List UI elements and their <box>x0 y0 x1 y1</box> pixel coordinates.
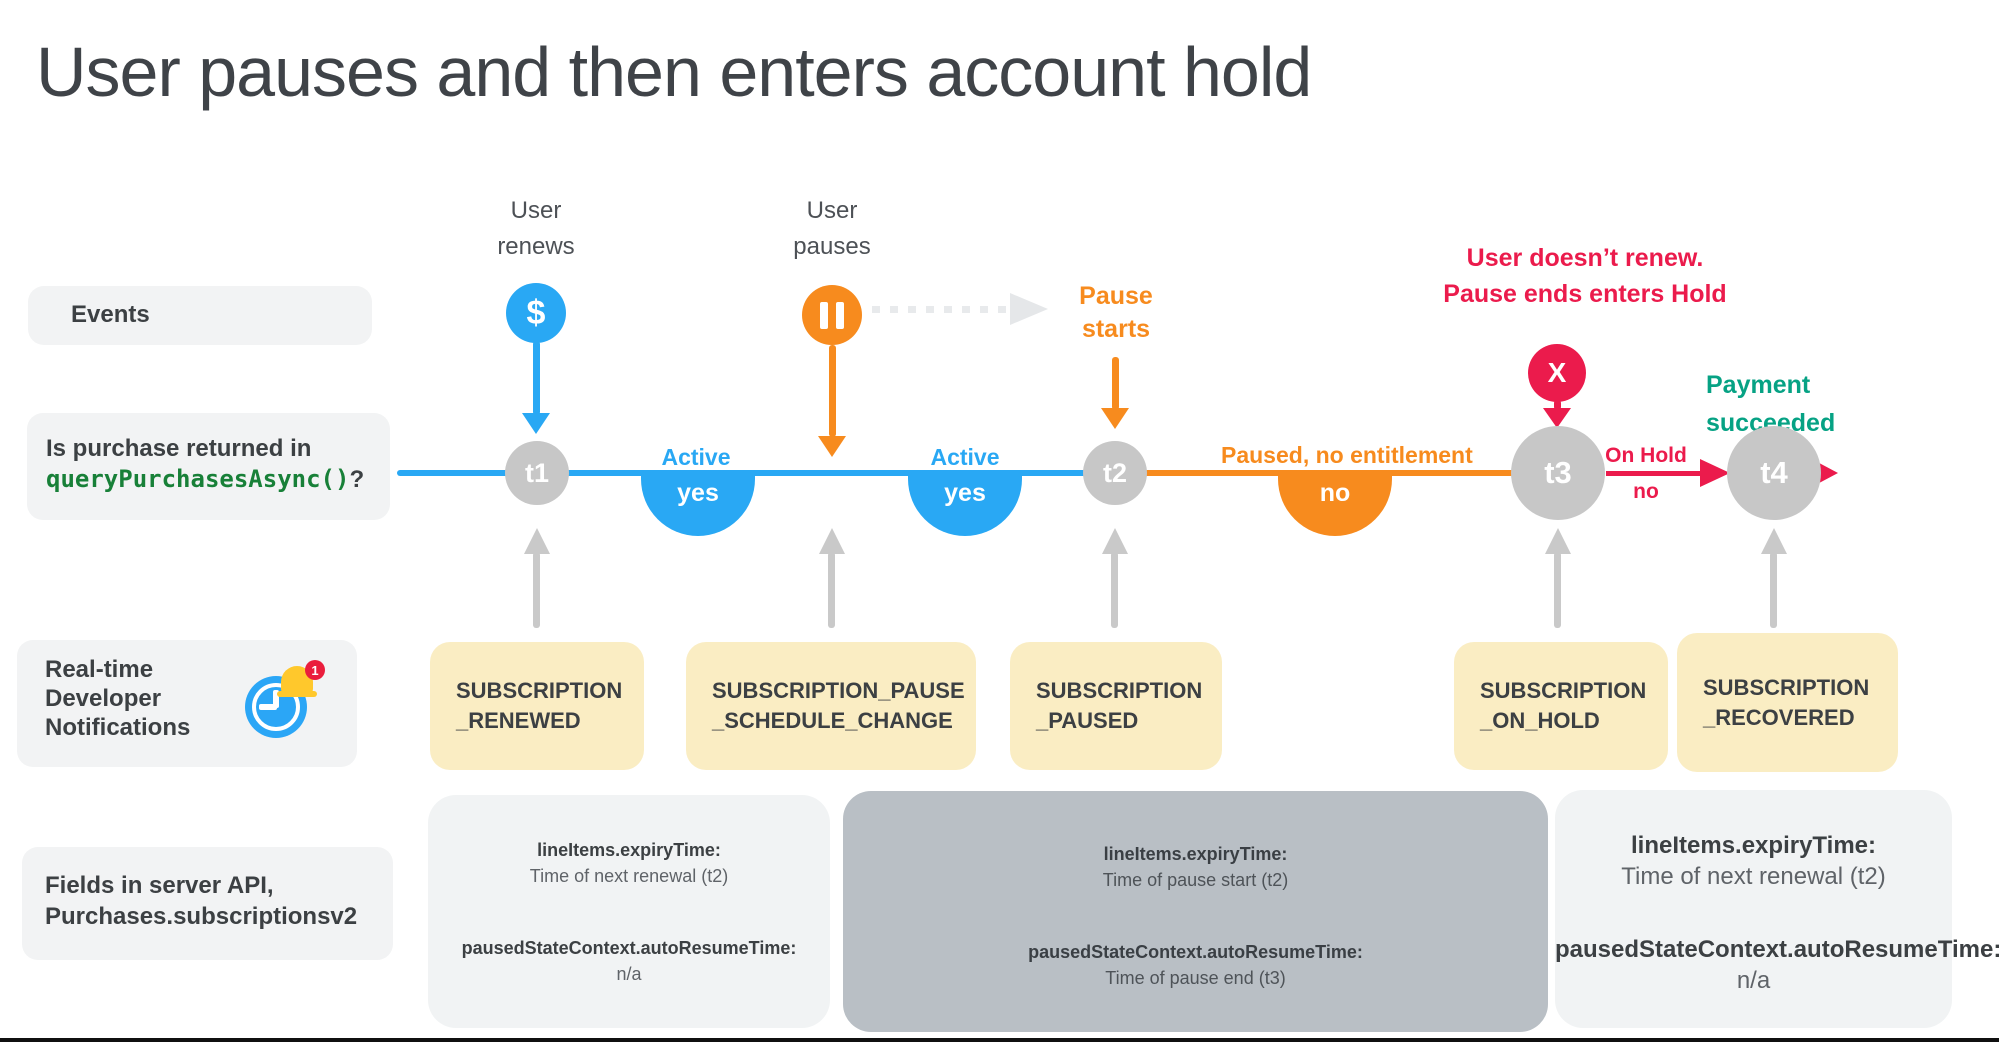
rtdn-up-arrow-shaft-5 <box>1770 552 1777 628</box>
timeline-onhold-arrow-shaft <box>1606 471 1702 476</box>
rtdn-label-line3: Notifications <box>45 714 191 741</box>
field-value: n/a <box>1736 967 1771 994</box>
query-label-line2: queryPurchasesAsync()? <box>46 464 390 495</box>
field-name: lineItems.expiryTime: <box>1631 832 1876 859</box>
timeline-active-segment <box>397 470 1116 476</box>
segment3-state-label: Paused, no entitlement <box>1221 442 1473 468</box>
query-question-mark: ? <box>349 466 365 493</box>
segment3-answer-bubble: no <box>1278 476 1392 536</box>
renew-down-arrowhead <box>522 413 550 434</box>
events-label-text: Events <box>71 301 150 328</box>
user-pauses-label: User pauses <box>793 197 871 260</box>
fields-box-recovered: lineItems.expiryTime: Time of next renew… <box>1555 790 1999 1028</box>
timeline-node-t2: t2 <box>1083 441 1147 505</box>
rtdn-up-arrow-shaft-2 <box>828 552 835 628</box>
pause-starts-arrow-shaft <box>1112 357 1119 410</box>
notification-subscription-on-hold: SUBSCRIPTION _ON_HOLD <box>1454 642 1668 770</box>
notification-subscription-recovered: SUBSCRIPTION _RECOVERED <box>1677 633 1898 772</box>
query-row-label: Is purchase returned in queryPurchasesAs… <box>27 413 390 520</box>
timeline-node-t3: t3 <box>1511 426 1605 520</box>
field-value: Time of next renewal (t2) <box>1621 863 1886 890</box>
pause-icon <box>802 285 862 345</box>
hold-down-arrow-shaft <box>1554 400 1561 410</box>
field-name: pausedStateContext.autoResumeTime: <box>1028 942 1363 962</box>
notification-subscription-renewed: SUBSCRIPTION _RENEWED <box>430 642 644 770</box>
renew-down-arrow-shaft <box>533 341 540 415</box>
pause-down-arrowhead <box>818 436 846 457</box>
segment2-state-label: Active <box>930 444 1000 470</box>
rtdn-up-arrowhead-3 <box>1102 528 1128 554</box>
bottom-divider <box>0 1038 1999 1042</box>
timeline-node-t1: t1 <box>505 441 569 505</box>
rtdn-up-arrowhead-5 <box>1761 528 1787 554</box>
field-value: n/a <box>616 964 642 984</box>
clock-notification-icon: 1 <box>239 660 325 748</box>
timeline-paused-segment <box>1116 470 1558 476</box>
segment1-state-label: Active <box>661 444 731 470</box>
x-icon: X <box>1528 344 1586 402</box>
field-name: pausedStateContext.autoResumeTime: <box>461 938 797 958</box>
pause-starts-label: Pause starts <box>1079 282 1153 343</box>
page-title: User pauses and then enters account hold <box>36 33 1312 111</box>
user-renews-label: User renews <box>497 197 575 260</box>
rtdn-up-arrow-shaft-4 <box>1554 552 1561 628</box>
query-label-line1: Is purchase returned in <box>46 435 312 462</box>
fields-box-t1: lineItems.expiryTime: Time of next renew… <box>428 795 830 1028</box>
fields-row-label: Fields in server API, Purchases.subscrip… <box>22 847 393 960</box>
rtdn-up-arrowhead-2 <box>819 528 845 554</box>
timeline-node-t4: t4 <box>1727 426 1821 520</box>
pause-dotted-arrow-line <box>872 306 1008 313</box>
fields-label-line2: Purchases.subscriptionsv2 <box>45 903 358 930</box>
pause-down-arrow-shaft <box>829 345 836 437</box>
rtdn-label-line2: Developer <box>45 685 162 712</box>
rtdn-label-line1: Real-time <box>45 656 154 683</box>
notification-subscription-paused: SUBSCRIPTION _PAUSED <box>1010 642 1222 770</box>
segment2-answer-bubble: yes <box>908 476 1022 536</box>
hold-down-arrowhead <box>1543 408 1571 428</box>
field-name: lineItems.expiryTime: <box>1103 844 1288 864</box>
fields-label-line1: Fields in server API, <box>45 872 274 899</box>
field-value: Time of pause end (t3) <box>1105 968 1286 988</box>
segment4-state-label: On Hold <box>1605 444 1687 467</box>
payment-succeeded-label: Payment succeeded <box>1706 371 1836 437</box>
hold-event-label: User doesn’t renew. Pause ends enters Ho… <box>1443 244 1727 308</box>
dollar-icon: $ <box>506 283 566 343</box>
rtdn-up-arrowhead-4 <box>1545 528 1571 554</box>
rtdn-row-label: Real-time Developer Notifications 1 <box>17 640 357 767</box>
notification-badge: 1 <box>305 660 325 680</box>
rtdn-up-arrowhead-1 <box>524 528 550 554</box>
rtdn-up-arrow-shaft-3 <box>1111 552 1118 628</box>
segment4-answer-label: no <box>1633 480 1659 503</box>
fields-box-paused: lineItems.expiryTime: Time of pause star… <box>843 791 1548 1032</box>
rtdn-up-arrow-shaft-1 <box>533 552 540 628</box>
timeline-onhold-arrowhead <box>1700 459 1730 487</box>
field-name: lineItems.expiryTime: <box>537 840 721 860</box>
notification-subscription-pause-schedule-change: SUBSCRIPTION_PAUSE _SCHEDULE_CHANGE <box>686 642 976 770</box>
pause-starts-arrowhead <box>1101 408 1129 429</box>
field-value: Time of pause start (t2) <box>1102 870 1289 890</box>
field-value: Time of next renewal (t2) <box>529 866 729 886</box>
events-row-label: Events <box>28 286 372 345</box>
query-code-text: queryPurchasesAsync() <box>46 465 350 493</box>
pause-dotted-arrowhead <box>1010 293 1048 325</box>
field-name: pausedStateContext.autoResumeTime: <box>1555 936 1999 963</box>
segment1-answer-bubble: yes <box>641 476 755 536</box>
